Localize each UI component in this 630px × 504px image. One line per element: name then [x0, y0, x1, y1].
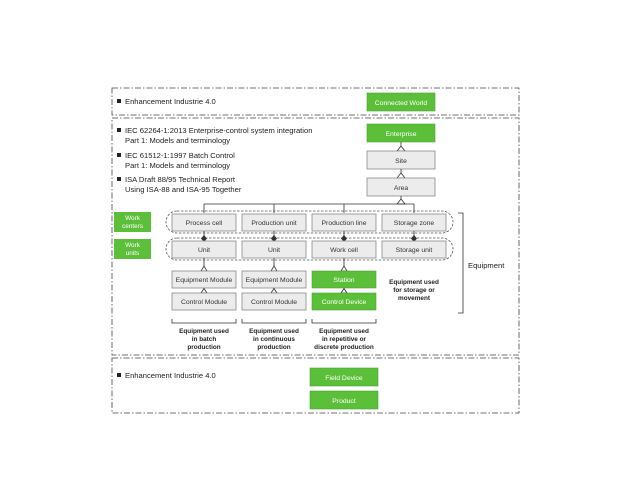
product-label: Product	[332, 398, 356, 405]
composition-diamond-icon	[201, 235, 207, 242]
storage-note-line2: for storage or	[393, 287, 435, 294]
area-label: Area	[394, 185, 409, 192]
standard-2-line1: IEC 61512-1:1997 Batch Control	[125, 151, 235, 160]
composition-diamond-icon	[341, 235, 347, 242]
product-box	[309, 390, 379, 410]
main-section-frame	[111, 117, 520, 356]
equipment-bracket	[458, 212, 464, 314]
enterprise-label: Enterprise	[386, 131, 417, 138]
work-units-tag	[114, 239, 151, 259]
control-module-box	[171, 292, 237, 311]
equipment-label: Equipment	[468, 261, 505, 270]
control-module-box	[241, 292, 307, 311]
bullet-icon	[117, 99, 121, 103]
standard-3-line1: ISA Draft 88/95 Technical Report	[125, 175, 236, 184]
work-units-tag-line2: units	[126, 250, 140, 257]
standard-2-line2: Part 1: Models and terminology	[125, 161, 230, 170]
work-units-group-outline	[165, 237, 454, 261]
standard-1-line2: Part 1: Models and terminology	[125, 136, 230, 145]
footnote-discrete-line2: in repetitive or	[322, 336, 367, 343]
station-label: Station	[333, 277, 354, 284]
bullet-icon	[117, 153, 121, 157]
column-bracket	[311, 319, 377, 324]
bottom-enhancement-text: Enhancement Industrie 4.0	[125, 371, 216, 380]
work-unit-label: Unit	[268, 247, 280, 254]
work-unit-label: Unit	[198, 247, 210, 254]
footnote-discrete-line1: Equipment used	[319, 328, 369, 335]
work-center-label: Production line	[322, 220, 367, 227]
composition-diamond-icon	[271, 235, 277, 242]
column-bracket	[241, 319, 307, 324]
aggregation-triangle-icon	[270, 287, 278, 294]
footnote-batch-line1: Equipment used	[179, 328, 229, 335]
work-centers-group-outline	[165, 210, 454, 234]
work-center-label: Production unit	[251, 220, 296, 227]
aggregation-triangle-icon	[396, 172, 406, 179]
aggregation-triangle-icon	[200, 265, 208, 272]
connected-world-box	[366, 92, 436, 112]
work-units-tag-line1: Work	[125, 242, 141, 249]
aggregation-triangle-icon	[270, 265, 278, 272]
work-unit-storage-unit	[381, 240, 447, 259]
field-device-label: Field Device	[325, 375, 363, 382]
storage-note-line3: movement	[398, 295, 431, 302]
bullet-icon	[117, 128, 121, 132]
field-device-box	[309, 367, 379, 387]
site-label: Site	[395, 158, 407, 165]
footnote-continuous-line3: production	[257, 344, 290, 351]
bottom-section-frame	[111, 357, 520, 414]
standard-3-line2: Using ISA-88 and ISA-95 Together	[125, 185, 242, 194]
control-device-box	[311, 292, 377, 311]
work-unit-label: Storage unit	[396, 247, 433, 254]
equipment-module-label: Equipment Module	[246, 277, 303, 284]
aggregation-triangle-icon	[200, 287, 208, 294]
footnote-continuous-line2: in continuous	[253, 336, 295, 343]
bullet-icon	[117, 373, 121, 377]
control-module-label: Control Module	[181, 299, 227, 306]
aggregation-triangle-icon	[340, 287, 348, 294]
top-section-frame	[111, 87, 520, 116]
standard-1-line1: IEC 62264-1:2013 Enterprise-control syst…	[125, 126, 312, 135]
connected-world-label: Connected World	[375, 100, 428, 107]
footnote-discrete-line3: discrete production	[314, 344, 374, 351]
control-module-label: Control Module	[251, 299, 297, 306]
aggregation-triangle-icon	[396, 145, 406, 152]
footnote-continuous-line1: Equipment used	[249, 328, 299, 335]
column-bracket	[171, 319, 237, 324]
control-device-label: Control Device	[322, 299, 367, 306]
top-enhancement-text: Enhancement Industrie 4.0	[125, 97, 216, 106]
work-center-label: Process cell	[186, 220, 223, 227]
work-centers-tag-line1: Work	[125, 215, 141, 222]
work-unit-label: Work cell	[330, 247, 358, 254]
footnote-batch-line3: production	[187, 344, 220, 351]
work-center-label: Storage zone	[394, 220, 435, 227]
aggregation-triangle-icon	[396, 198, 406, 205]
equipment-module-label: Equipment Module	[176, 277, 233, 284]
footnote-batch-line2: in batch	[192, 336, 217, 343]
work-centers-tag	[114, 212, 151, 232]
aggregation-triangle-icon	[340, 265, 348, 272]
storage-note-line1: Equipment used	[389, 279, 439, 286]
work-centers-tag-line2: centers	[122, 223, 143, 230]
bullet-icon	[117, 177, 121, 181]
composition-diamond-icon	[411, 235, 417, 242]
